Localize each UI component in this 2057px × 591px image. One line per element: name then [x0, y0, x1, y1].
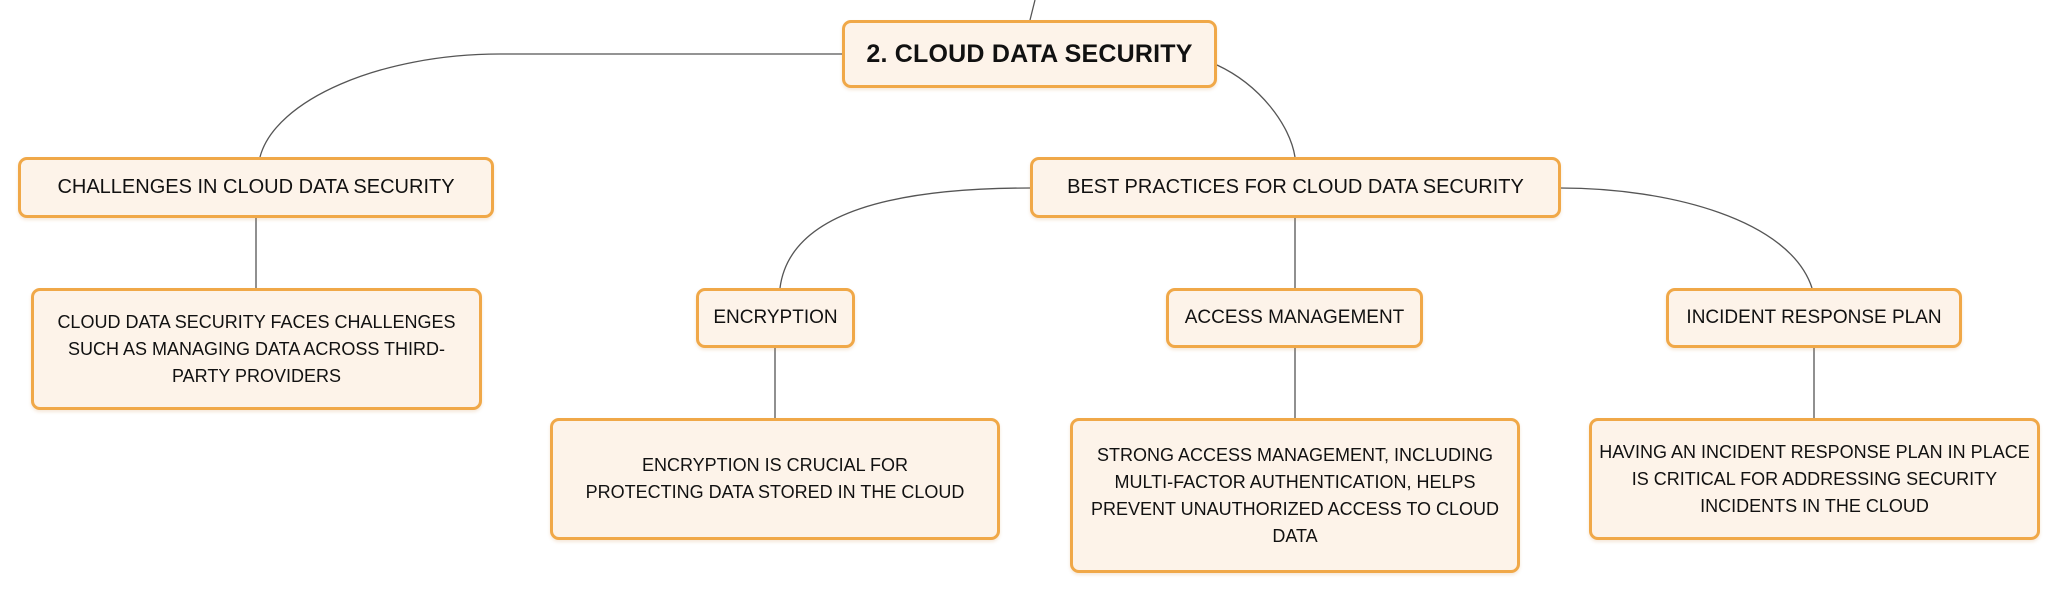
connector-parent-to-root	[1029, 0, 1036, 21]
incident-response-detail-node[interactable]: HAVING AN INCIDENT RESPONSE PLAN IN PLAC…	[1589, 418, 2040, 540]
encryption-detail-text: ENCRYPTION IS CRUCIAL FOR PROTECTING DAT…	[585, 455, 965, 502]
best-practices-node[interactable]: BEST PRACTICES FOR CLOUD DATA SECURITY	[1030, 157, 1561, 218]
best-practices-node-label: BEST PRACTICES FOR CLOUD DATA SECURITY	[1067, 176, 1524, 198]
encryption-node[interactable]: ENCRYPTION	[696, 288, 855, 348]
connector-root-to-best-practices	[1216, 64, 1296, 158]
connector-best-practices-to-incident	[1559, 187, 1813, 289]
connector-root-to-challenges	[259, 53, 842, 158]
encryption-node-label: ENCRYPTION	[713, 307, 838, 328]
challenges-detail-node[interactable]: CLOUD DATA SECURITY FACES CHALLENGES SUC…	[31, 288, 482, 410]
challenges-node[interactable]: CHALLENGES IN CLOUD DATA SECURITY	[18, 157, 494, 218]
incident-response-plan-node-label: INCIDENT RESPONSE PLAN	[1686, 307, 1942, 328]
access-management-detail-text: STRONG ACCESS MANAGEMENT, INCLUDING MULT…	[1090, 444, 1500, 546]
challenges-detail-text: CLOUD DATA SECURITY FACES CHALLENGES SUC…	[57, 311, 456, 386]
connector-best-practices-to-encryption	[779, 187, 1031, 289]
incident-response-plan-node[interactable]: INCIDENT RESPONSE PLAN	[1666, 288, 1962, 348]
access-management-detail-node[interactable]: STRONG ACCESS MANAGEMENT, INCLUDING MULT…	[1070, 418, 1520, 573]
root-node[interactable]: 2. CLOUD DATA SECURITY	[842, 20, 1217, 88]
access-management-node[interactable]: ACCESS MANAGEMENT	[1166, 288, 1423, 348]
incident-response-detail-text: HAVING AN INCIDENT RESPONSE PLAN IN PLAC…	[1599, 441, 2030, 516]
root-node-label: 2. CLOUD DATA SECURITY	[866, 39, 1193, 68]
encryption-detail-node[interactable]: ENCRYPTION IS CRUCIAL FOR PROTECTING DAT…	[550, 418, 1000, 540]
challenges-node-label: CHALLENGES IN CLOUD DATA SECURITY	[57, 176, 455, 198]
access-management-node-label: ACCESS MANAGEMENT	[1184, 307, 1405, 328]
